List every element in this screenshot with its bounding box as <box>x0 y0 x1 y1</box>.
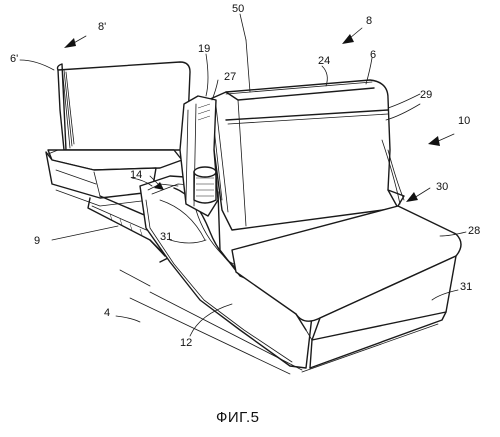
label-8: 8 <box>366 15 372 27</box>
arrow-8prime <box>64 38 76 48</box>
label-6-prime: 6' <box>10 53 18 65</box>
rear-seat <box>45 61 191 207</box>
label-31-right: 31 <box>460 281 472 293</box>
label-9: 9 <box>34 235 40 247</box>
direction-arrows <box>64 27 455 202</box>
figure-caption: ФИГ.5 <box>216 409 260 426</box>
reference-labels: 50 8' 8 6' 19 24 6 27 29 10 14 30 28 9 3… <box>10 3 480 349</box>
arrow-14 <box>154 182 164 190</box>
label-19: 19 <box>198 43 210 55</box>
label-29: 29 <box>420 89 432 101</box>
label-24: 24 <box>318 55 330 67</box>
label-12: 12 <box>180 337 192 349</box>
label-8-prime: 8' <box>98 21 106 33</box>
floor-line <box>119 269 303 375</box>
label-31-left: 31 <box>160 231 172 243</box>
arrow-8 <box>342 34 354 44</box>
arrow-30 <box>406 192 418 202</box>
arrow-10 <box>428 136 440 146</box>
front-seat-cushion <box>231 189 462 373</box>
label-6: 6 <box>370 49 376 61</box>
label-27: 27 <box>224 71 236 83</box>
label-28: 28 <box>468 225 480 237</box>
label-50: 50 <box>232 3 244 15</box>
leader-lines <box>19 13 467 337</box>
label-4: 4 <box>104 307 110 319</box>
label-30: 30 <box>436 181 448 193</box>
front-seat-back <box>207 79 399 231</box>
label-10: 10 <box>458 115 470 127</box>
side-panel-ribbing <box>381 139 405 205</box>
label-14: 14 <box>130 169 142 181</box>
partition-side <box>179 39 251 217</box>
